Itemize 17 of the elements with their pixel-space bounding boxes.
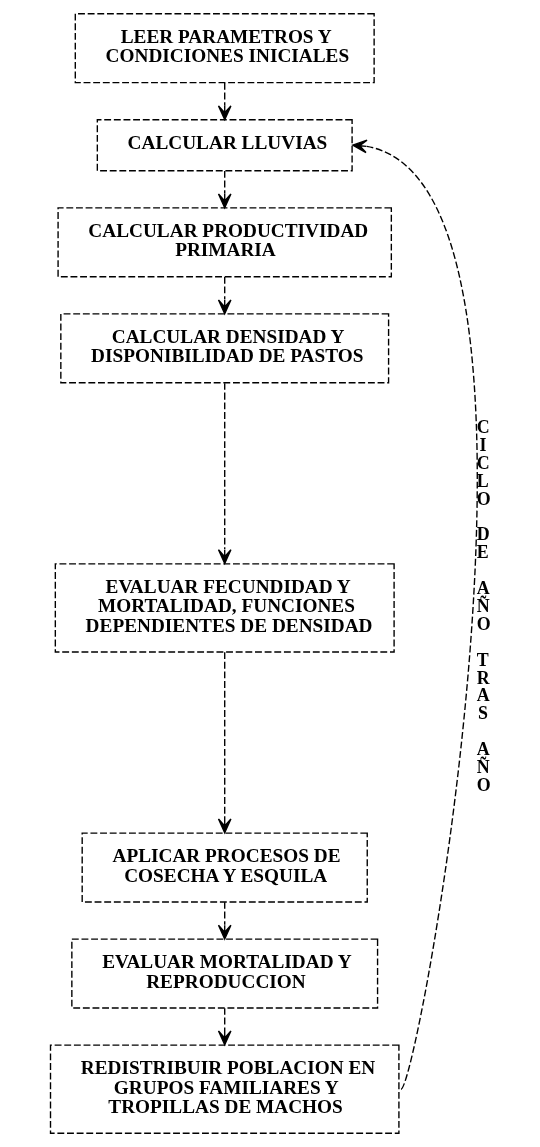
node-box: APLICAR PROCESOS DE COSECHA Y ESQUILA [81, 832, 368, 903]
arrow [217, 651, 232, 834]
arrow [217, 82, 232, 121]
node-box: EVALUAR FECUNDIDAD Y MORTALIDAD, FUNCIONES DEPENDIENTES DE DENSIDAD [54, 563, 395, 653]
arrow [351, 139, 478, 1090]
arrow [217, 382, 232, 565]
node-box: CALCULAR LLUVIAS [96, 119, 353, 172]
node-box: CALCULAR PRODUCTIVIDAD PRIMARIA [56, 207, 392, 278]
node-box: CALCULAR DENSIDAD Y DISPONIBILIDAD DE PASTOS [59, 313, 389, 384]
node-box: EVALUAR MORTALIDAD Y REPRODUCCION [70, 938, 378, 1009]
arrow [217, 170, 232, 209]
arrow [217, 1007, 232, 1046]
node-box: REDISTRIBUIR POBLACION EN GRUPOS FAMILIARES Y TROPILLAS DE MACHOS [49, 1044, 400, 1134]
arrow [217, 276, 232, 315]
arrow [217, 901, 232, 940]
node-box: LEER PARAMETROS Y CONDICIONES INICIALES [74, 13, 375, 84]
edge-label: CICLO DE AÑO TRAS AÑO [476, 416, 491, 795]
